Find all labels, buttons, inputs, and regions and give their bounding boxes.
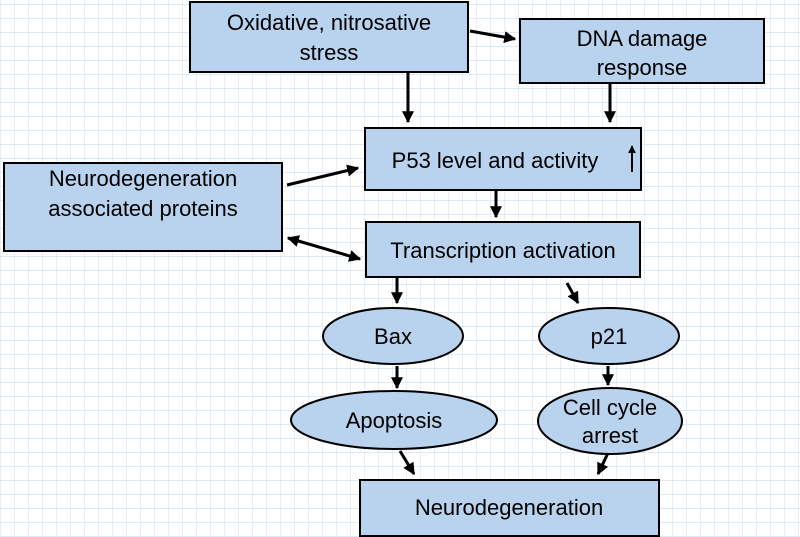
node-bax: Bax <box>322 307 464 365</box>
node-box <box>189 1 469 73</box>
node-transcription: Transcription activation <box>365 221 641 278</box>
edge-oxidative-stress-to-dna-damage <box>469 29 517 44</box>
node-box <box>3 162 283 252</box>
node-label: Transcription activation <box>390 238 615 263</box>
node-label: DNA damage <box>577 26 708 51</box>
node-label: Cell cycle <box>563 395 657 420</box>
node-ellipse <box>537 387 683 455</box>
node-label: stress <box>300 40 359 65</box>
node-neuro-proteins: Neurodegeneration associated proteins <box>3 162 283 252</box>
node-label: Oxidative, nitrosative <box>227 10 431 35</box>
node-label: Neurodegeneration <box>415 495 603 520</box>
node-label: P53 level and activity <box>392 148 599 173</box>
node-p21: p21 <box>538 307 680 365</box>
node-box <box>359 479 660 537</box>
edge-apoptosis-to-neurodegeneration <box>398 450 416 476</box>
node-ellipse <box>538 307 680 365</box>
node-dna-damage: DNA damage response <box>519 18 765 84</box>
node-label: Apoptosis <box>346 408 443 433</box>
edge-cell-cycle-arrest-to-neurodegeneration <box>596 452 610 476</box>
node-label: arrest <box>582 423 638 448</box>
node-ellipse <box>290 390 498 450</box>
node-label: associated proteins <box>48 196 238 221</box>
edge-neuro-proteins-to-p53 <box>286 164 360 187</box>
node-cell-cycle-arrest: Cell cycle arrest <box>537 387 683 455</box>
node-apoptosis: Apoptosis <box>290 390 498 450</box>
node-label: Neurodegeneration <box>49 166 237 191</box>
edge-transcription-to-p21 <box>565 282 580 305</box>
node-label: response <box>597 55 688 80</box>
node-box <box>364 127 642 191</box>
node-oxidative-stress: Oxidative, nitrosative stress <box>189 1 469 73</box>
edges <box>286 29 616 476</box>
node-box <box>365 221 641 278</box>
edge-neuro-proteins-to-transcription <box>286 235 362 262</box>
node-neurodegeneration: Neurodegeneration <box>359 479 660 537</box>
node-label: p21 <box>591 324 628 349</box>
node-ellipse <box>322 307 464 365</box>
node-p53: P53 level and activity <box>364 127 642 191</box>
node-box <box>519 18 765 84</box>
nodes: Oxidative, nitrosative stress DNA damage re… <box>3 1 765 537</box>
node-label: Bax <box>374 324 412 349</box>
